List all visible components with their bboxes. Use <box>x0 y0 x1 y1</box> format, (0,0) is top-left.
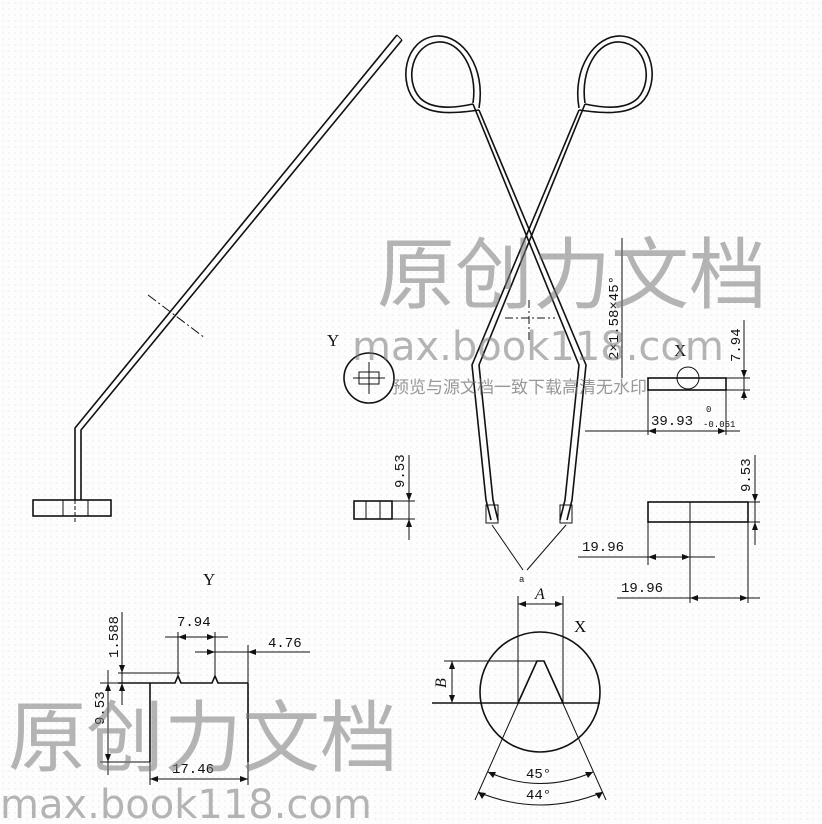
dim-tol-lower: -0.051 <box>703 420 735 430</box>
elevation-y-small: 9.53 <box>353 454 415 540</box>
dim-y-height: 9.53 <box>93 691 109 725</box>
dim-chamfer: 2×1.58×45° <box>607 276 623 360</box>
watermark-url-top: max.book118.com <box>352 324 724 370</box>
view-label-y-small: Y <box>327 331 339 350</box>
angled-rod <box>32 34 403 522</box>
dim-y-gap: 1.588 <box>107 616 123 658</box>
dim-height-y: 9.53 <box>393 454 409 488</box>
dim-x-b: B <box>433 678 450 688</box>
dim-y-length: 17.46 <box>172 762 214 778</box>
watermark-title-bottom: 原创力文档 <box>8 694 398 784</box>
dim-height-right: 9.53 <box>739 458 755 492</box>
view-label-x-large: X <box>574 617 586 636</box>
dim-angle-1: 45° <box>526 767 551 783</box>
watermark: 原创力文档 max.book118.com 预览与源文档一致下载高清无水印 原创… <box>0 231 767 824</box>
detail-x-source: 2×1.58×45° X 7.94 39.93 0 -0.051 <box>585 238 750 435</box>
watermark-title-top: 原创力文档 <box>377 231 767 321</box>
dim-x-a: A <box>534 586 545 603</box>
detail-y-small: Y <box>327 331 395 404</box>
dim-tol-upper: 0 <box>706 405 711 415</box>
detail-right-lower: 9.53 19.96 19.96 <box>578 455 760 603</box>
watermark-subtitle: 预览与源文档一致下载高清无水印 <box>392 378 647 398</box>
dim-width-right-1: 19.96 <box>582 540 624 556</box>
dim-length-main: 39.93 <box>651 414 693 430</box>
dim-height-top: 7.94 <box>729 328 745 362</box>
view-label-y-large: Y <box>203 570 215 589</box>
tongs: a <box>405 35 653 585</box>
dim-y-width-1: 7.94 <box>177 615 211 631</box>
dim-angle-2: 44° <box>526 788 551 804</box>
detail-x-large: X A B 45° 44° <box>432 586 607 806</box>
watermark-url-bottom: max.book118.com <box>0 782 372 824</box>
dim-y-width-2: 4.76 <box>268 636 302 652</box>
view-label-x-small: X <box>674 341 686 360</box>
detail-y-large: Y 1.588 7.94 4.76 9.53 <box>93 570 310 785</box>
tip-mark: a <box>519 575 525 585</box>
dim-width-right-2: 19.96 <box>621 581 663 597</box>
